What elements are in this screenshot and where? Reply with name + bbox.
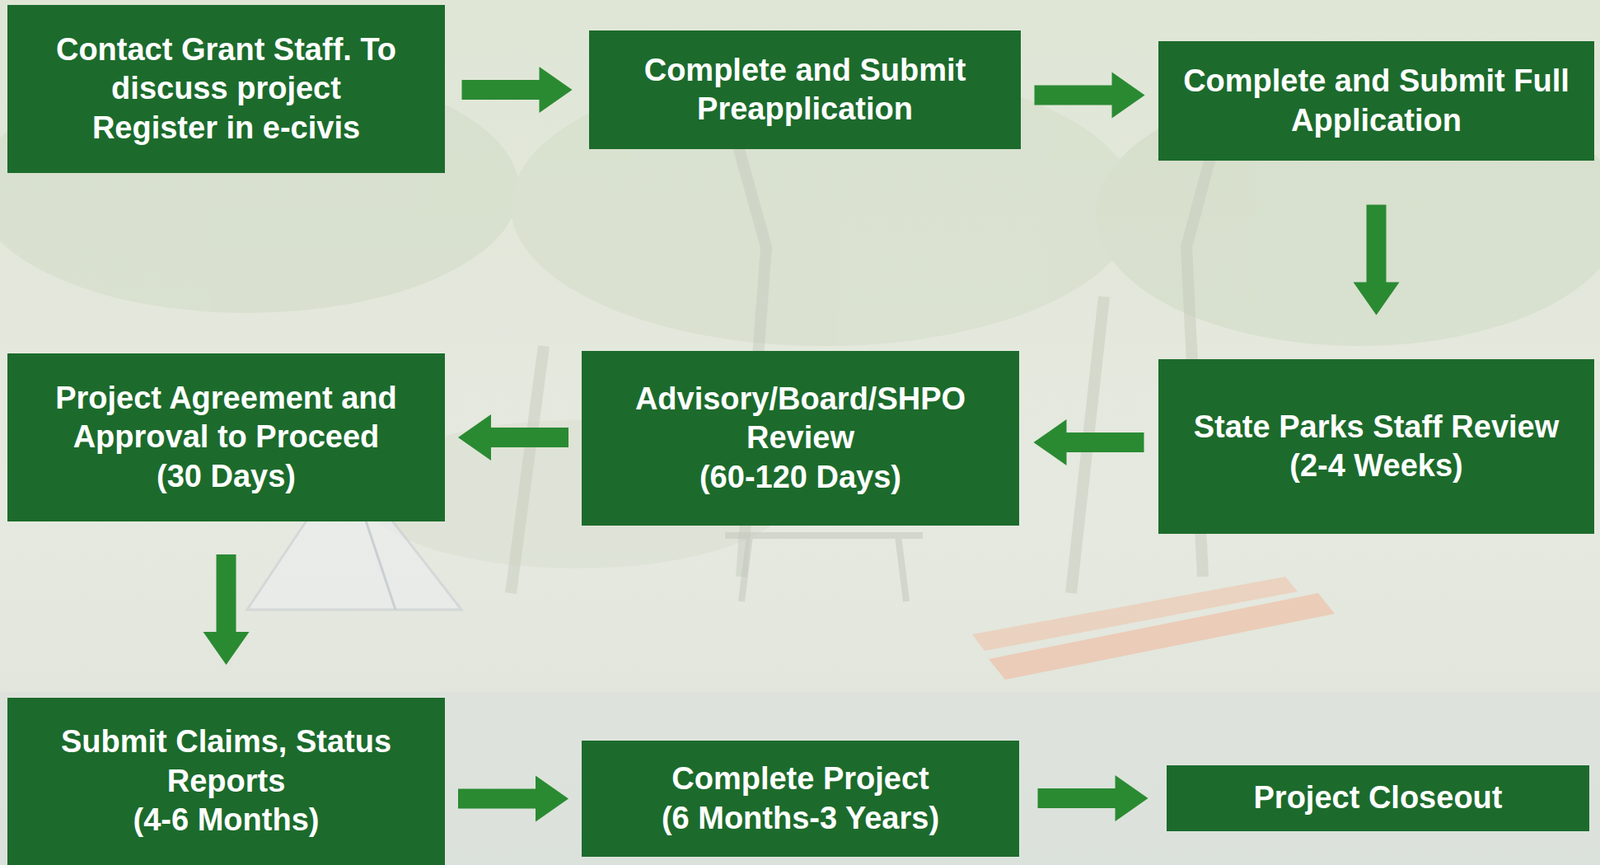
process-box: Complete and Submit Preapplication [589,30,1021,150]
step-label: Complete Project [671,759,930,800]
step-label: Advisory/Board/SHPO Review [598,379,1003,459]
duration-label: (30 Days) [156,457,296,497]
process-box: State Parks Staff Review(2-4 Weeks) [1158,359,1595,534]
river-water [0,692,1600,865]
process-box: Complete Project(6 Months-3 Years) [581,740,1020,857]
duration-label: (4-6 Months) [133,800,320,841]
step-label: Contact Grant Staff. To discuss project … [45,30,408,149]
step-label: Complete and Submit Full Application [1174,61,1578,141]
flow-arrow [1033,419,1145,466]
duration-label: (6 Months-3 Years) [661,799,940,839]
picnic-table [725,535,923,602]
process-box: Contact Grant Staff. To discuss project … [7,4,445,174]
duration-label: (2-4 Weeks) [1289,446,1464,487]
process-box: Project Closeout [1166,765,1590,832]
step-label: Project Agreement and Approval to Procee… [23,378,429,458]
tree-trunks [510,98,1220,594]
flow-arrow [1353,205,1400,316]
process-box: Advisory/Board/SHPO Review(60-120 Days) [581,350,1020,526]
kayaks [972,576,1335,680]
step-label: Complete and Submit Preapplication [605,51,1005,130]
flow-arrow [1038,775,1149,822]
process-box: Project Agreement and Approval to Procee… [7,353,445,522]
flow-arrow [1034,72,1146,119]
process-box: Submit Claims, Status Reports(4-6 Months… [7,697,445,865]
flow-arrow [462,66,573,113]
flow-arrow [458,414,569,461]
step-label: State Parks Staff Review [1193,407,1560,448]
flow-arrow [458,776,569,823]
process-box: Complete and Submit Full Application [1158,41,1595,161]
step-label: Project Closeout [1253,778,1503,819]
step-label: Submit Claims, Status Reports [23,722,429,801]
duration-label: (60-120 Days) [699,458,902,498]
flow-arrow [203,554,250,665]
